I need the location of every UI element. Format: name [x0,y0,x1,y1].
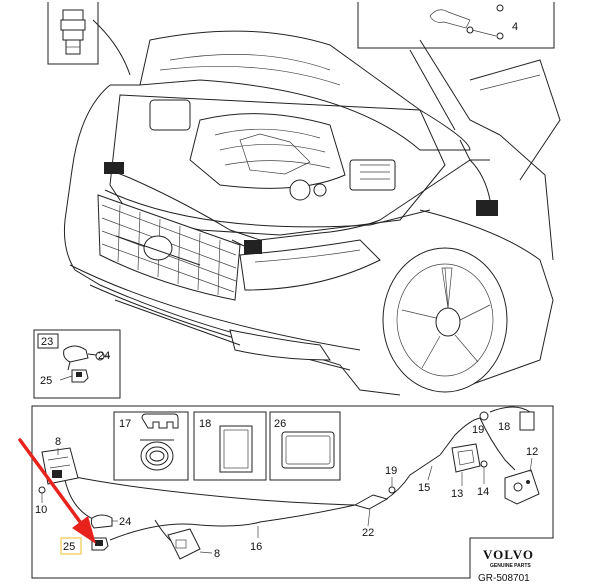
callout-22: 22 [362,527,374,539]
red-pointer-arrow [18,438,96,544]
callout-16: 16 [250,541,262,553]
callout-10: 10 [35,504,47,516]
car-illustration [64,19,561,396]
callout-24-inset: 24 [98,350,110,362]
callout-18-right: 18 [498,421,510,433]
callout-23: 23 [41,336,53,348]
callout-19-top: 19 [472,424,484,436]
callout-box-23 [37,333,59,349]
callout-8-bottom: 8 [214,548,220,560]
top-left-inset [47,2,99,65]
bottom-detail-panel: 17 18 26 22 19 19 1 [31,405,554,579]
callout-18: 18 [199,418,211,430]
inset-23: 23 24 25 [33,329,121,399]
brand-subtitle: GENUINE PARTS [490,563,531,569]
brand-block: VOLVO GENUINE PARTS GR-508701 [478,547,534,584]
top-right-inset: 4 [357,2,555,49]
callout-24-bottom: 24 [119,516,131,528]
callout-15: 15 [418,482,430,494]
brand-name: VOLVO [483,547,534,562]
callout-14: 14 [477,486,489,498]
callout-highlight-box-25 [60,537,82,555]
callout-13: 13 [451,488,463,500]
callout-8-left: 8 [55,436,61,448]
callout-12: 12 [526,446,538,458]
callout-25-inset: 25 [40,375,52,387]
callout-26: 26 [274,418,286,430]
callout-19-bottom: 19 [385,465,397,477]
callout-4: 4 [512,21,518,33]
drawing-code: GR-508701 [478,573,530,584]
callout-25-bottom: 25 [63,541,75,553]
callout-17: 17 [119,418,131,430]
